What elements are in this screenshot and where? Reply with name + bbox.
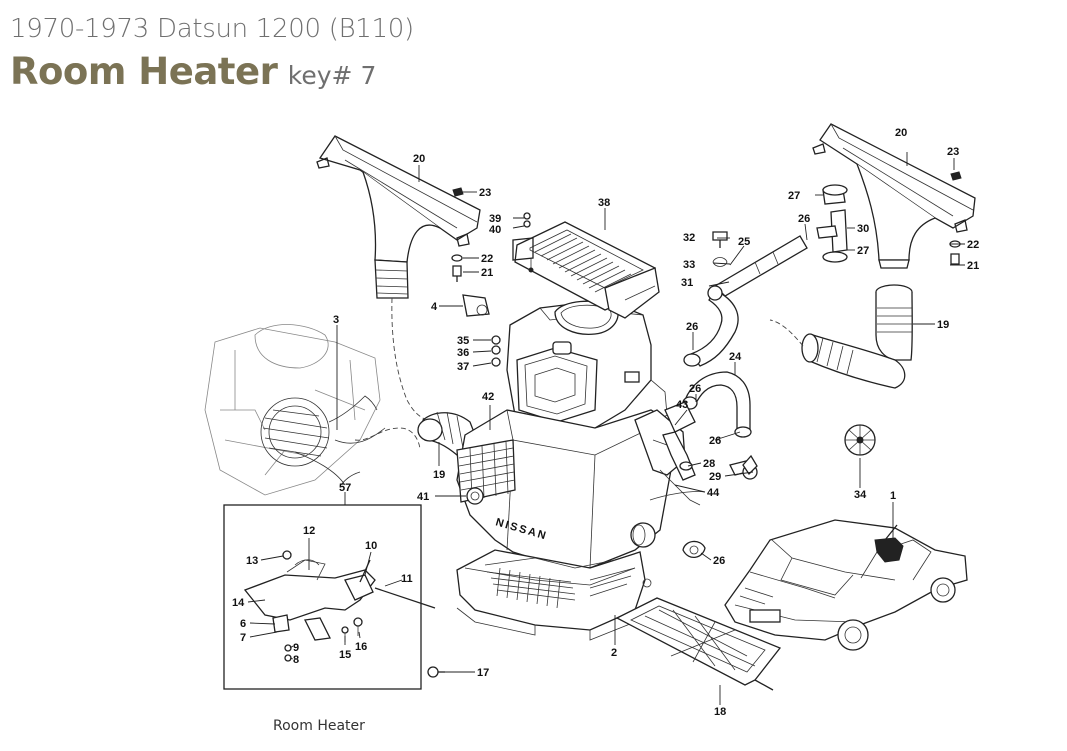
callout-17: 17	[477, 667, 489, 679]
callout-27-mid: 27	[857, 245, 869, 257]
callout-1: 1	[890, 490, 896, 502]
callout-6: 6	[240, 618, 246, 630]
callout-23-right: 23	[947, 146, 959, 158]
callout-41: 41	[417, 491, 429, 503]
title-row: Room Heater key# 7	[10, 50, 376, 93]
callout-35: 35	[457, 335, 469, 347]
callout-labels: 20 23 39 40 38 22 21 4 3 35 36 37 42 19 …	[232, 127, 979, 718]
callout-14: 14	[232, 597, 245, 609]
callout-33: 33	[683, 259, 695, 271]
callout-39: 39	[489, 213, 501, 225]
blower-fan	[844, 424, 876, 456]
callout-26-lower: 26	[709, 435, 721, 447]
callout-22-left: 22	[481, 253, 493, 265]
callout-29: 29	[709, 471, 721, 483]
callout-20-right: 20	[895, 127, 907, 139]
callout-32: 32	[683, 232, 695, 244]
right-flexible-hose	[769, 284, 913, 389]
callout-31: 31	[681, 277, 693, 289]
car-illustration	[724, 519, 968, 651]
callout-2: 2	[611, 647, 617, 659]
callout-25: 25	[738, 236, 750, 248]
callout-13: 13	[246, 555, 258, 567]
callout-37: 37	[457, 361, 469, 373]
callout-19-left: 19	[433, 469, 445, 481]
callout-4: 4	[431, 301, 438, 313]
callout-22-right: 22	[967, 239, 979, 251]
callout-19-right: 19	[937, 319, 949, 331]
water-hoses	[662, 235, 808, 481]
callout-3: 3	[333, 314, 339, 326]
callout-26-bottom: 26	[713, 555, 725, 567]
diagram-caption: Room Heater	[273, 718, 365, 734]
callout-10: 10	[365, 540, 377, 552]
callout-16: 16	[355, 641, 367, 653]
callout-38: 38	[598, 197, 610, 209]
callout-43: 43	[676, 399, 688, 411]
callout-11: 11	[401, 573, 413, 585]
callout-26-mid: 26	[686, 321, 698, 333]
callout-24: 24	[729, 351, 742, 363]
control-lever-box	[223, 504, 436, 690]
callout-44: 44	[707, 487, 720, 499]
callout-15: 15	[339, 649, 351, 661]
filter-screen	[512, 221, 660, 319]
callout-12: 12	[303, 525, 315, 537]
callout-26-top: 26	[798, 213, 810, 225]
callout-30: 30	[857, 223, 869, 235]
blower-motor-unit	[204, 324, 386, 496]
heater-unit: NISSAN	[456, 299, 706, 641]
control-cable	[294, 427, 421, 487]
callout-18: 18	[714, 706, 726, 718]
page-title: Room Heater	[10, 50, 278, 93]
parts-diagram: NISSAN	[204, 123, 979, 718]
right-defroster-duct	[812, 123, 976, 269]
key-number: key# 7	[287, 61, 377, 90]
leader-lines	[247, 152, 965, 705]
callout-26-hose: 26	[689, 383, 701, 395]
callout-34: 34	[854, 489, 867, 501]
callout-28: 28	[703, 458, 715, 470]
callout-57: 57	[339, 482, 351, 494]
callout-8: 8	[293, 654, 299, 666]
callout-20-left: 20	[413, 153, 425, 165]
floor-deflector	[615, 597, 782, 691]
callout-27-top: 27	[788, 190, 800, 202]
callout-21-left: 21	[481, 267, 493, 279]
callout-21-right: 21	[967, 260, 979, 272]
callout-9: 9	[293, 642, 299, 654]
callout-40: 40	[489, 224, 501, 236]
callout-42: 42	[482, 391, 494, 403]
callout-7: 7	[240, 632, 246, 644]
callout-23-left: 23	[479, 187, 491, 199]
left-defroster-duct	[316, 135, 481, 423]
callout-36: 36	[457, 347, 469, 359]
model-subtitle: 1970-1973 Datsun 1200 (B110)	[10, 14, 414, 44]
